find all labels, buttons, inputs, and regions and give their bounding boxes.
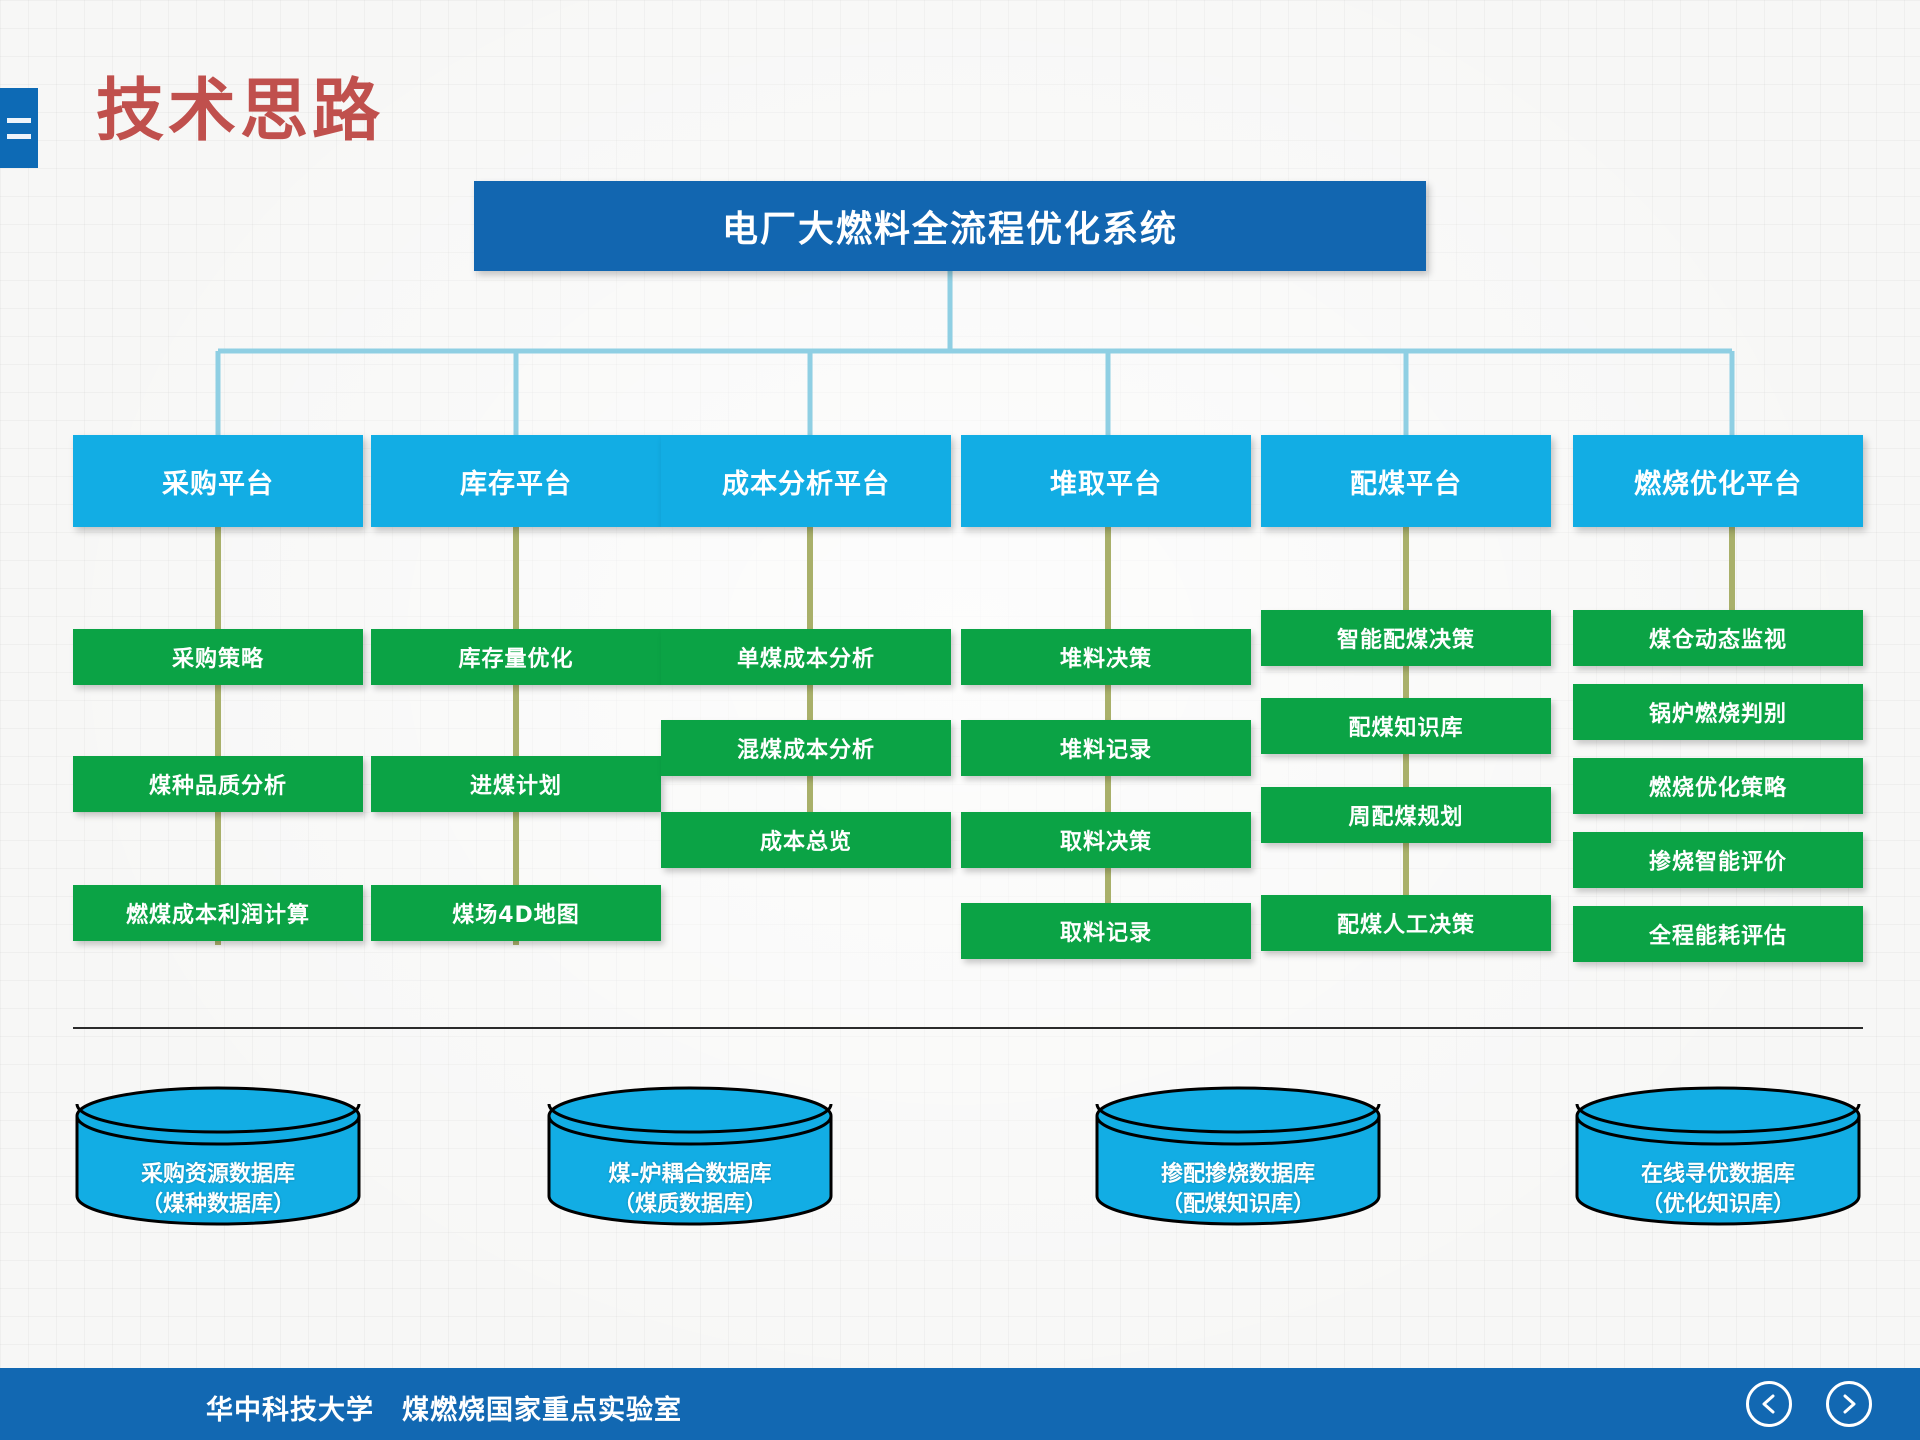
leaf-box-6-1[interactable]: 煤仓动态监视 <box>1573 610 1863 666</box>
platform-box-2[interactable]: 库存平台 <box>371 435 661 527</box>
leaf-box-6-3[interactable]: 燃烧优化策略 <box>1573 758 1863 814</box>
leaf-box-1-2[interactable]: 煤种品质分析 <box>73 756 363 812</box>
leaf-label: 单煤成本分析 <box>736 647 875 672</box>
leaf-label: 燃煤成本利润计算 <box>125 903 310 928</box>
menu-bar-bottom <box>7 134 31 139</box>
database-subname: （配煤知识库） <box>1160 1192 1315 1217</box>
leaf-box-5-1[interactable]: 智能配煤决策 <box>1261 610 1551 666</box>
database-subname: （煤质数据库） <box>612 1192 767 1217</box>
chevron-left-icon[interactable] <box>1746 1381 1792 1427</box>
leaf-label: 智能配煤决策 <box>1336 628 1475 653</box>
leaf-label: 进煤计划 <box>469 774 562 799</box>
leaf-label: 锅炉燃烧判别 <box>1648 702 1787 727</box>
root-system-label: 电厂大燃料全流程优化系统 <box>721 209 1178 250</box>
database-cylinder-1[interactable]: 采购资源数据库 （煤种数据库） <box>73 1082 363 1230</box>
database-name: 在线寻优数据库 <box>1640 1162 1795 1187</box>
leaf-label: 取料决策 <box>1059 830 1152 855</box>
leaf-label: 配煤知识库 <box>1348 716 1464 741</box>
platform-label: 库存平台 <box>460 468 572 500</box>
menu-tab[interactable] <box>0 88 38 168</box>
leaf-label: 煤种品质分析 <box>148 774 287 799</box>
database-subname: （优化知识库） <box>1640 1192 1795 1217</box>
section-divider <box>73 1027 1863 1029</box>
leaf-box-2-1[interactable]: 库存量优化 <box>371 629 661 685</box>
leaf-box-4-4[interactable]: 取料记录 <box>961 903 1251 959</box>
platform-label: 采购平台 <box>162 468 274 500</box>
leaf-box-3-2[interactable]: 混煤成本分析 <box>661 720 951 776</box>
database-cylinder-2[interactable]: 煤-炉耦合数据库 （煤质数据库） <box>545 1082 835 1230</box>
leaf-box-5-3[interactable]: 周配煤规划 <box>1261 787 1551 843</box>
leaf-box-4-2[interactable]: 堆料记录 <box>961 720 1251 776</box>
database-subname: （煤种数据库） <box>140 1192 295 1217</box>
page-title: 技术思路 <box>96 72 385 151</box>
leaf-label: 混煤成本分析 <box>736 738 875 763</box>
platform-box-5[interactable]: 配煤平台 <box>1261 435 1551 527</box>
leaf-label: 配煤人工决策 <box>1336 913 1475 938</box>
leaf-label: 采购策略 <box>171 647 264 672</box>
footer-text: 华中科技大学 煤燃烧国家重点实验室 <box>206 1395 682 1426</box>
leaf-box-6-4[interactable]: 掺烧智能评价 <box>1573 832 1863 888</box>
database-name: 采购资源数据库 <box>140 1162 295 1187</box>
leaf-box-2-2[interactable]: 进煤计划 <box>371 756 661 812</box>
leaf-box-4-3[interactable]: 取料决策 <box>961 812 1251 868</box>
leaf-box-3-3[interactable]: 成本总览 <box>661 812 951 868</box>
platform-label: 配煤平台 <box>1350 468 1462 500</box>
leaf-label: 煤仓动态监视 <box>1648 628 1787 653</box>
root-system-box[interactable]: 电厂大燃料全流程优化系统 <box>474 181 1426 271</box>
leaf-label: 全程能耗评估 <box>1648 924 1787 949</box>
leaf-label: 成本总览 <box>759 830 852 855</box>
chevron-right-icon[interactable] <box>1826 1381 1872 1427</box>
platform-box-6[interactable]: 燃烧优化平台 <box>1573 435 1863 527</box>
platform-box-1[interactable]: 采购平台 <box>73 435 363 527</box>
leaf-label: 取料记录 <box>1059 921 1152 946</box>
leaf-box-1-1[interactable]: 采购策略 <box>73 629 363 685</box>
platform-label: 堆取平台 <box>1050 468 1162 500</box>
leaf-box-4-1[interactable]: 堆料决策 <box>961 629 1251 685</box>
leaf-box-3-1[interactable]: 单煤成本分析 <box>661 629 951 685</box>
platform-label: 燃烧优化平台 <box>1634 468 1802 500</box>
leaf-label: 周配煤规划 <box>1348 805 1464 830</box>
database-name: 煤-炉耦合数据库 <box>608 1162 772 1187</box>
database-name: 掺配掺烧数据库 <box>1160 1162 1315 1187</box>
leaf-label: 掺烧智能评价 <box>1648 850 1787 875</box>
leaf-label: 煤场4D地图 <box>452 903 580 928</box>
leaf-box-2-3[interactable]: 煤场4D地图 <box>371 885 661 941</box>
database-cylinder-4[interactable]: 在线寻优数据库 （优化知识库） <box>1573 1082 1863 1230</box>
leaf-box-1-3[interactable]: 燃煤成本利润计算 <box>73 885 363 941</box>
platform-box-4[interactable]: 堆取平台 <box>961 435 1251 527</box>
leaf-label: 库存量优化 <box>458 647 574 672</box>
leaf-label: 堆料决策 <box>1059 647 1152 672</box>
leaf-box-6-2[interactable]: 锅炉燃烧判别 <box>1573 684 1863 740</box>
leaf-box-5-2[interactable]: 配煤知识库 <box>1261 698 1551 754</box>
platform-box-3[interactable]: 成本分析平台 <box>661 435 951 527</box>
platform-label: 成本分析平台 <box>722 468 890 500</box>
leaf-label: 堆料记录 <box>1059 738 1152 763</box>
leaf-label: 燃烧优化策略 <box>1648 776 1787 801</box>
leaf-box-6-5[interactable]: 全程能耗评估 <box>1573 906 1863 962</box>
database-cylinder-3[interactable]: 掺配掺烧数据库 （配煤知识库） <box>1093 1082 1383 1230</box>
footer-bar: 华中科技大学 煤燃烧国家重点实验室 <box>0 1368 1920 1440</box>
menu-bar-top <box>7 118 31 123</box>
leaf-box-5-4[interactable]: 配煤人工决策 <box>1261 895 1551 951</box>
